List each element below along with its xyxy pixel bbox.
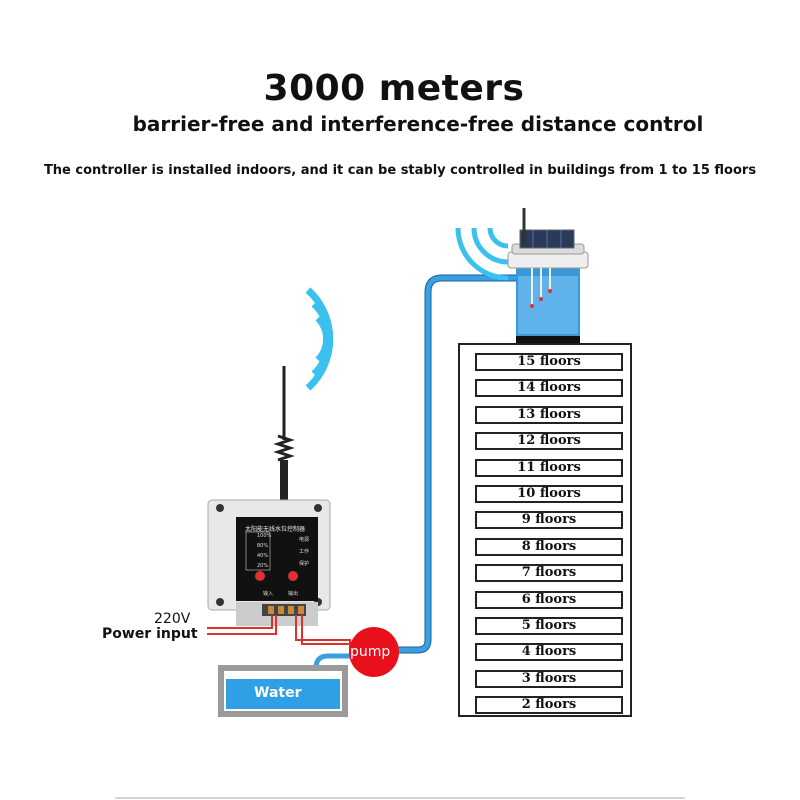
controller-title: 太阳能无线水位控制器 bbox=[245, 526, 306, 533]
floor-label: 4 floors bbox=[475, 643, 623, 662]
building: 15 floors 14 floors 13 floors 12 floors 11 f… bbox=[458, 343, 632, 717]
status-work: 工作 bbox=[299, 549, 310, 555]
controller-signal-arcs bbox=[305, 287, 334, 391]
water-pipe-inner bbox=[394, 275, 519, 653]
level-100: 100% bbox=[257, 533, 272, 539]
level-20: 20% bbox=[257, 563, 269, 569]
status-protect: 保护 bbox=[299, 561, 310, 567]
port-input: 输入 bbox=[263, 591, 274, 597]
floor-label: 3 floors bbox=[475, 669, 623, 688]
floor-label: 8 floors bbox=[475, 537, 623, 556]
floor-label: 15 floors bbox=[475, 353, 623, 371]
floor-label: 5 floors bbox=[475, 617, 623, 635]
power-input-label: Power input bbox=[102, 626, 198, 642]
floor-label: 9 floors bbox=[475, 511, 623, 530]
floor-label: 10 floors bbox=[475, 485, 623, 503]
floor-label: 7 floors bbox=[475, 564, 623, 583]
tank-signal-arcs bbox=[455, 227, 509, 281]
page-title: 3000 meters bbox=[263, 68, 525, 109]
floor-label: 2 floors bbox=[475, 696, 623, 715]
floor-label: 6 floors bbox=[475, 590, 623, 609]
floor-label: 13 floors bbox=[475, 405, 623, 424]
floor-label: 12 floors bbox=[475, 432, 623, 451]
voltage-label: 220V bbox=[154, 611, 191, 627]
water-basin bbox=[218, 665, 348, 717]
bottom-divider bbox=[115, 797, 685, 799]
controller-box bbox=[207, 499, 331, 626]
port-output: 输出 bbox=[288, 591, 299, 597]
floor-label: 14 floors bbox=[475, 379, 623, 398]
level-40: 40% bbox=[257, 553, 269, 559]
rooftop-tank bbox=[507, 208, 589, 345]
level-80: 80% bbox=[257, 543, 269, 549]
pump bbox=[349, 627, 399, 677]
status-power: 电源 bbox=[299, 537, 310, 543]
water-label: Water bbox=[254, 685, 302, 701]
floor-label: 11 floors bbox=[475, 458, 623, 477]
page-subtitle: barrier-free and interference-free dista… bbox=[132, 112, 704, 136]
page-caption: The controller is installed indoors, and… bbox=[43, 163, 757, 178]
antenna bbox=[273, 366, 295, 500]
pump-label: pump bbox=[350, 644, 391, 660]
